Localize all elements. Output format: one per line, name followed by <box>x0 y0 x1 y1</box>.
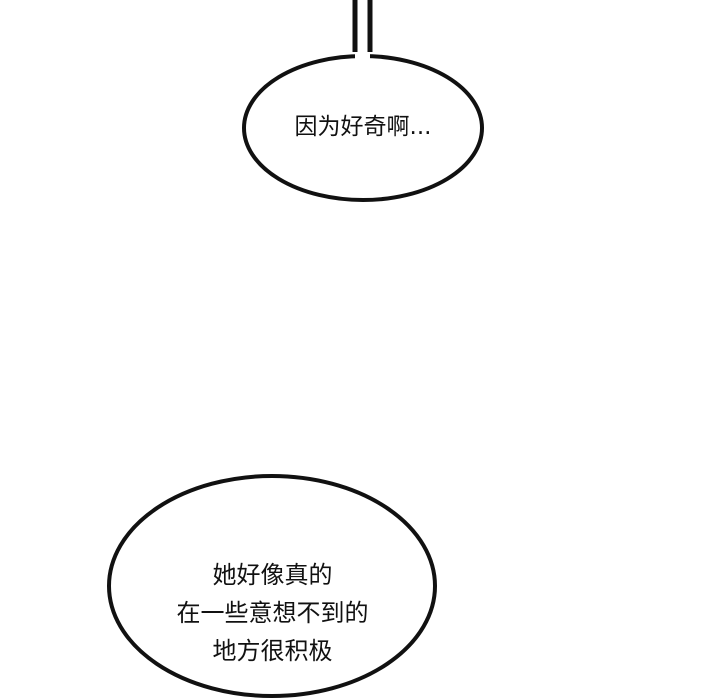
bubble-2-line: 她好像真的 <box>212 561 333 589</box>
bubble-2-line: 在一些意想不到的 <box>176 599 369 627</box>
bubble-2-text: 她好像真的 在一些意想不到的 地方很积极 <box>110 556 435 670</box>
bubble-2-line: 地方很积极 <box>212 637 333 665</box>
speech-bubble-1 <box>242 0 484 202</box>
bubble-1-text: 因为好奇啊... <box>294 114 432 140</box>
bubble-tail <box>352 0 373 52</box>
speech-bubble-2 <box>107 474 437 698</box>
bubble-tail-fill <box>355 0 370 60</box>
